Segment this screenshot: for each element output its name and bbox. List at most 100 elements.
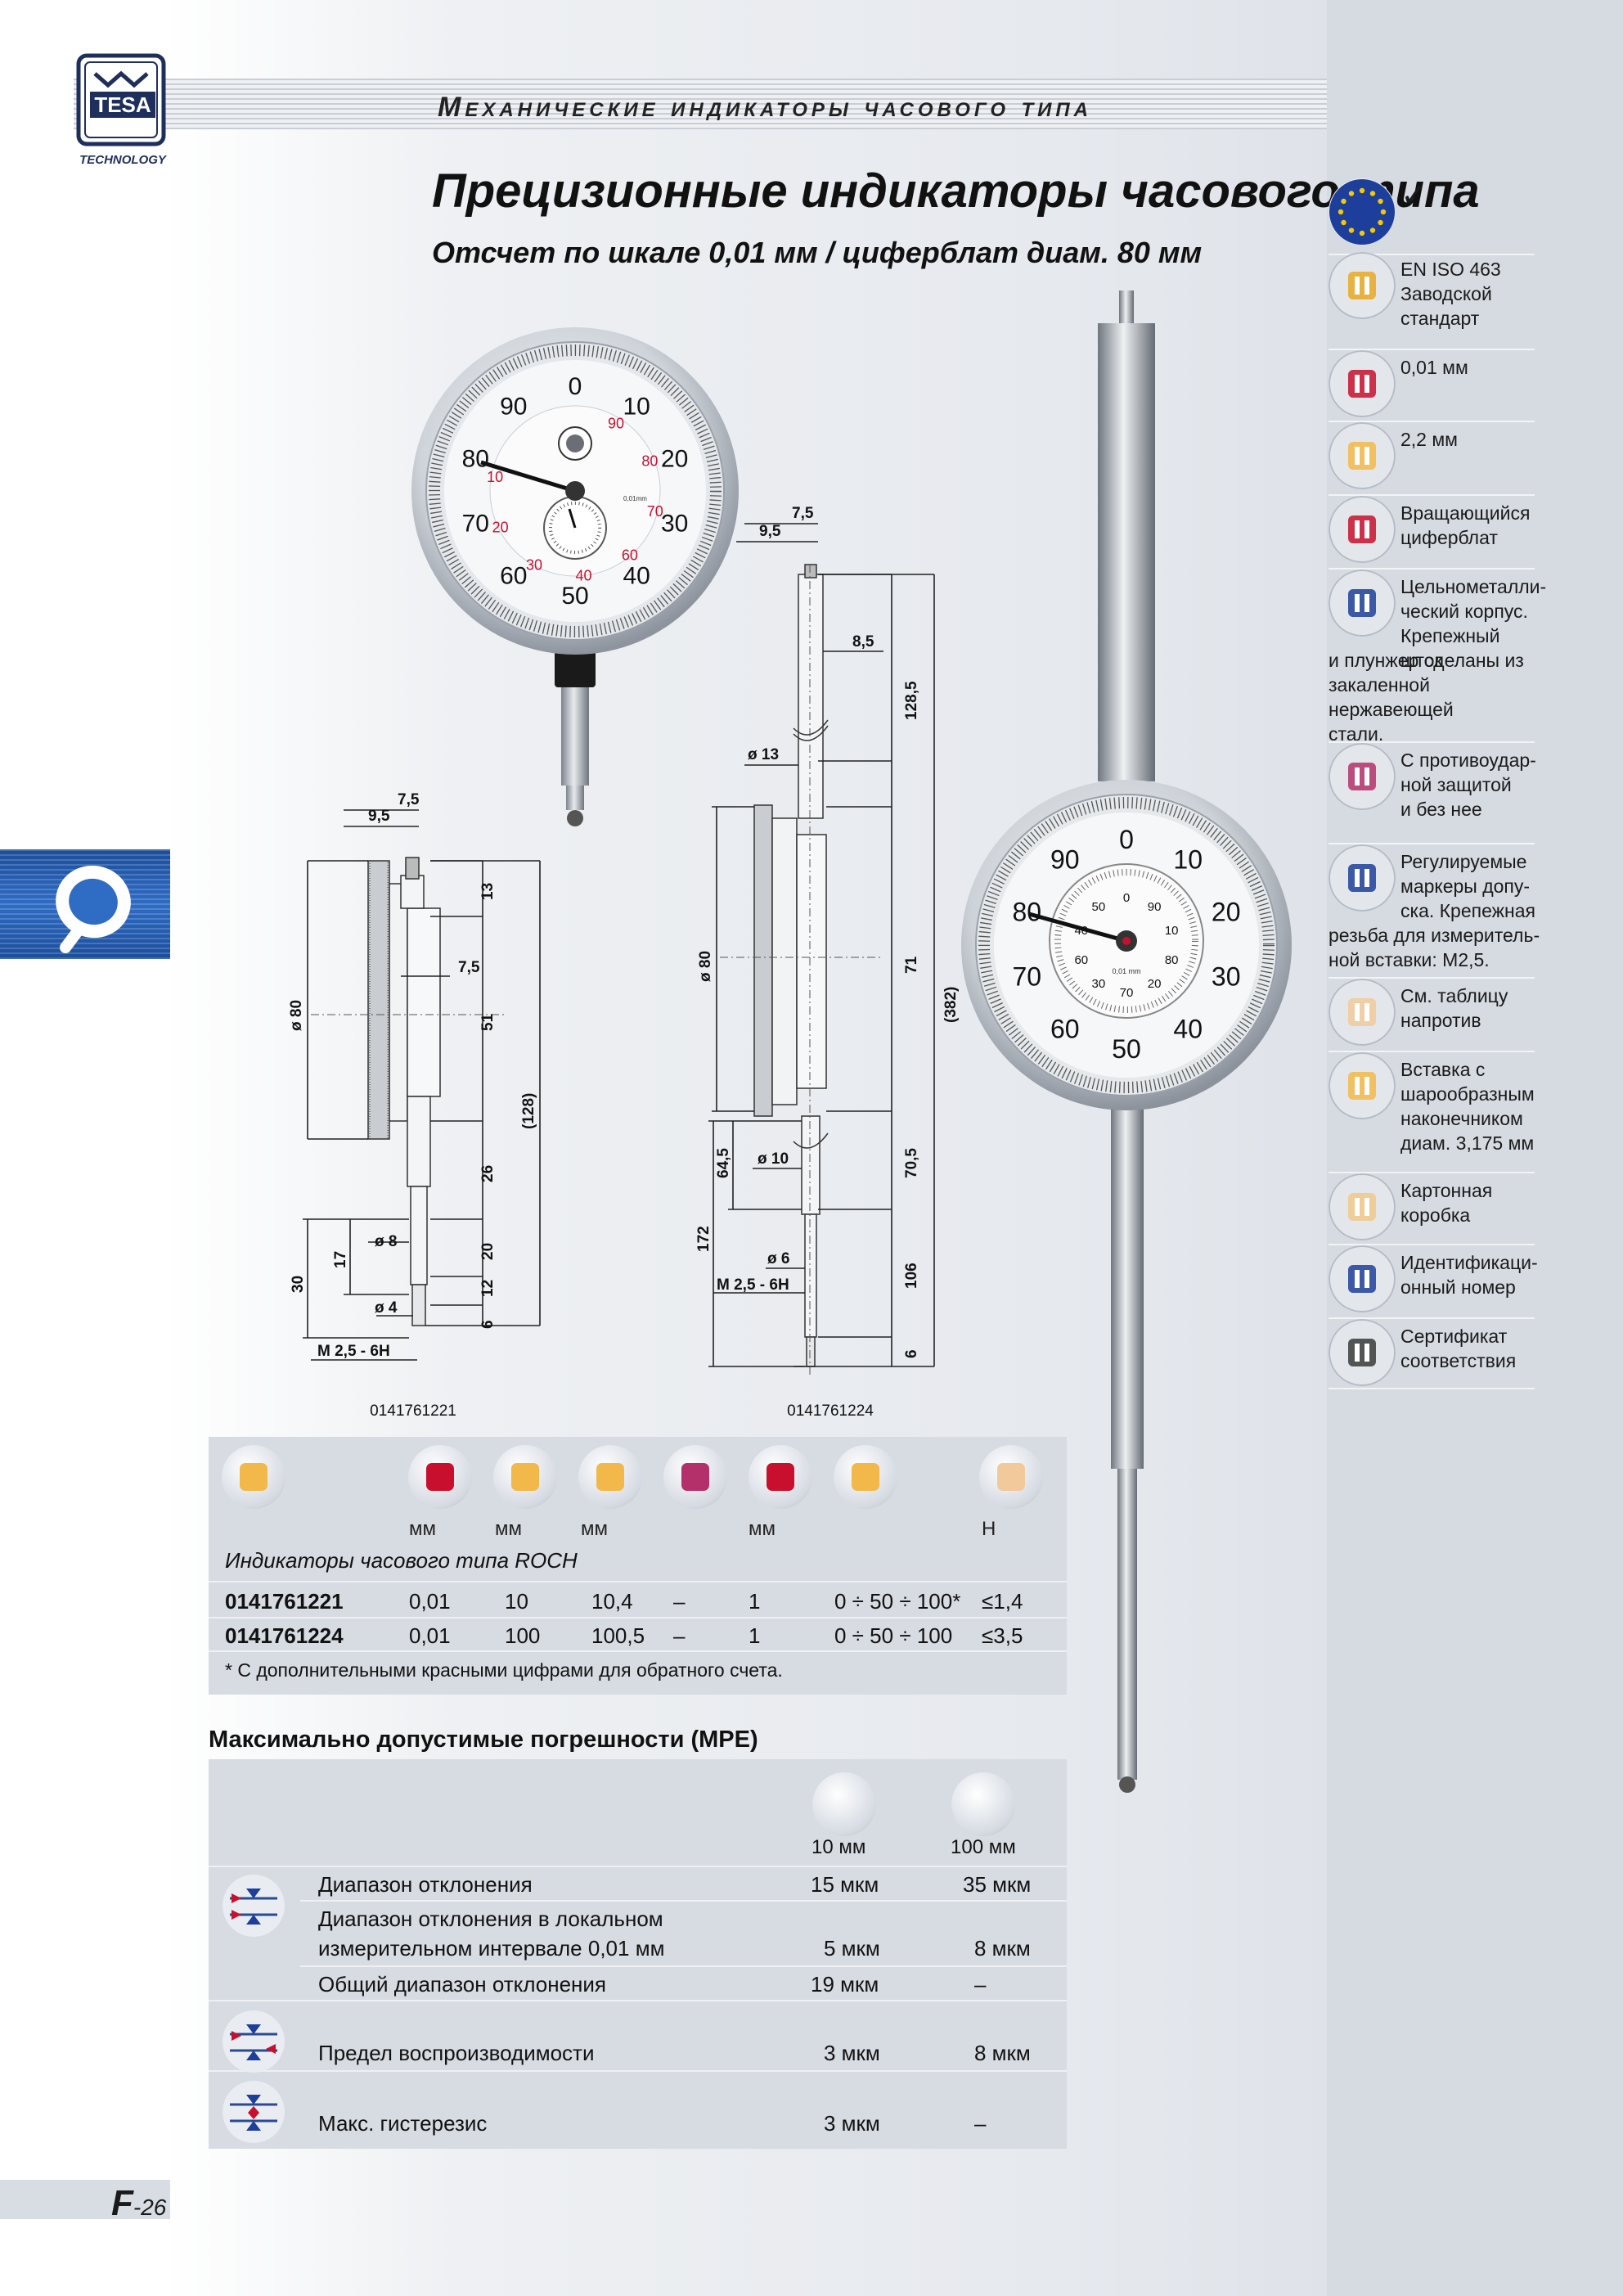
dim-label: 7,5	[398, 791, 420, 808]
row-divider	[209, 1581, 1067, 1582]
metal-case-icon	[1329, 569, 1396, 637]
specification-table: мм мм мм мм Н Индикаторы часового типа R…	[209, 1437, 1067, 1695]
feature-text: 2,2 мм	[1400, 427, 1540, 452]
dial-label: 40	[1173, 1015, 1203, 1044]
logo-subtext: TECHNOLOGY	[79, 153, 168, 167]
dial-label: 90	[608, 415, 624, 431]
dial-label: 50	[561, 583, 588, 610]
resolution-icon	[1329, 350, 1396, 417]
dim-label: (128)	[520, 1093, 537, 1129]
spec-cell-shock: –	[673, 1589, 686, 1614]
eu-star	[1369, 227, 1376, 233]
row-divider	[209, 1866, 1067, 1867]
range-total-icon-glyph	[596, 1463, 624, 1491]
shockproof-icon	[663, 1445, 727, 1509]
spec-cell-range: 10	[505, 1589, 528, 1614]
dial-label: 90	[1148, 900, 1162, 914]
repeatability-icon	[223, 2010, 285, 2073]
range-icon-glyph	[511, 1463, 539, 1491]
feature-text-line: стандарт	[1400, 308, 1480, 329]
mpe-row-label: Макс. гистерезис	[318, 2111, 488, 2136]
dial-label: 70	[462, 511, 489, 538]
feature-text-line: ческий корпус.	[1400, 601, 1528, 622]
feature-text-line: Заводской	[1400, 283, 1492, 304]
dial-label: 30	[1212, 962, 1241, 992]
dim-label: 64,5	[715, 1148, 732, 1178]
tesa-logo: TESA TECHNOLOGY	[76, 53, 168, 167]
dim-label: 128,5	[903, 681, 920, 720]
shockproof-icon-glyph	[681, 1463, 709, 1491]
feature-text-line: ной защитой	[1400, 774, 1512, 795]
dial-label: 60	[622, 547, 638, 563]
feature-text-line: ска. Крепежная	[1400, 900, 1535, 921]
mpe-value-100: –	[974, 1972, 987, 1997]
feature-text: 0,01 мм	[1400, 355, 1540, 380]
id-number-icon	[1329, 1245, 1396, 1312]
mpe-column-10: 10 мм	[812, 1836, 866, 1858]
dial-label: 30	[526, 557, 542, 574]
dim-label: ø 4	[375, 1299, 398, 1317]
page-title: Прецизионные индикаторы часового типа	[432, 164, 1480, 218]
row-divider	[209, 2070, 1067, 2072]
mpe-value-10: 15 мкм	[811, 1872, 879, 1897]
resolution-icon-glyph	[426, 1463, 454, 1491]
eu-star	[1380, 209, 1387, 215]
spec-cell-range: 100	[505, 1623, 541, 1648]
mpe-value-100: 35 мкм	[963, 1872, 1032, 1897]
dial-label: 70	[647, 503, 663, 520]
dim-label: 12	[479, 1280, 497, 1297]
dim-label: ø 80	[697, 951, 714, 982]
eu-star	[1359, 187, 1365, 194]
dim-label: 20	[479, 1243, 497, 1260]
technical-drawing-2: 7,5 9,5 8,5 128,5 ø 13 ø 80 71 (382) 64,…	[695, 505, 960, 1420]
range-icon	[951, 1772, 1015, 1836]
eu-star	[1378, 219, 1383, 226]
feature-row: ✓	[1329, 178, 1535, 255]
dial-label: 70	[1013, 962, 1042, 992]
dial-label: 10	[623, 393, 650, 420]
dial-label: 20	[492, 520, 509, 536]
eu-star	[1369, 191, 1376, 196]
dim-label: 7,5	[458, 959, 480, 976]
hand-force-icon	[979, 1445, 1043, 1509]
dial-turns-icon	[749, 1445, 812, 1509]
dial-label: 80	[641, 452, 658, 469]
tolerance-icon-glyph	[852, 1463, 879, 1491]
eu-star	[1378, 198, 1383, 205]
dim-label: ø 10	[758, 1150, 789, 1168]
drawing-code: 0141761224	[787, 1402, 874, 1420]
range-total-icon	[578, 1445, 642, 1509]
dial-label: 30	[1092, 977, 1106, 991]
dial-indicator-icon	[56, 865, 131, 953]
feature-text-line: маркеры допу-	[1400, 876, 1531, 897]
dim-label: 106	[903, 1263, 920, 1289]
feature-text-line: наконечником	[1400, 1108, 1523, 1129]
feature-text-line: закаленной нержавеющей	[1329, 674, 1454, 720]
feature-text-line: Идентификаци-	[1400, 1252, 1538, 1273]
dial-label: 0	[1119, 825, 1134, 854]
mpe-value-10: 3 мкм	[824, 2041, 880, 2065]
feature-text-line: ной вставки: M2,5.	[1329, 949, 1490, 970]
spec-cell-turn: 1	[749, 1589, 761, 1614]
dial-label: 30	[661, 511, 688, 538]
dim-label: M 2,5 - 6H	[717, 1276, 789, 1294]
feature-text-line: Картонная	[1400, 1180, 1493, 1201]
mpe-row-label: Предел воспроизводимости	[318, 2041, 595, 2065]
mpe-title: Максимально допустимые погрешности (MPE)	[209, 1727, 758, 1753]
dial-label: 90	[500, 393, 527, 420]
dim-label: 70,5	[903, 1148, 920, 1178]
dim-label: 26	[479, 1165, 497, 1182]
dim-label: 9,5	[759, 523, 781, 540]
rotating-dial-icon	[1329, 496, 1396, 563]
feature-text: Идентификаци-онный номер	[1400, 1250, 1540, 1299]
page-number-value: -26	[133, 2195, 167, 2220]
feature-text: Цельнометалли-ческий корпус.Крепежный шт…	[1400, 574, 1546, 673]
